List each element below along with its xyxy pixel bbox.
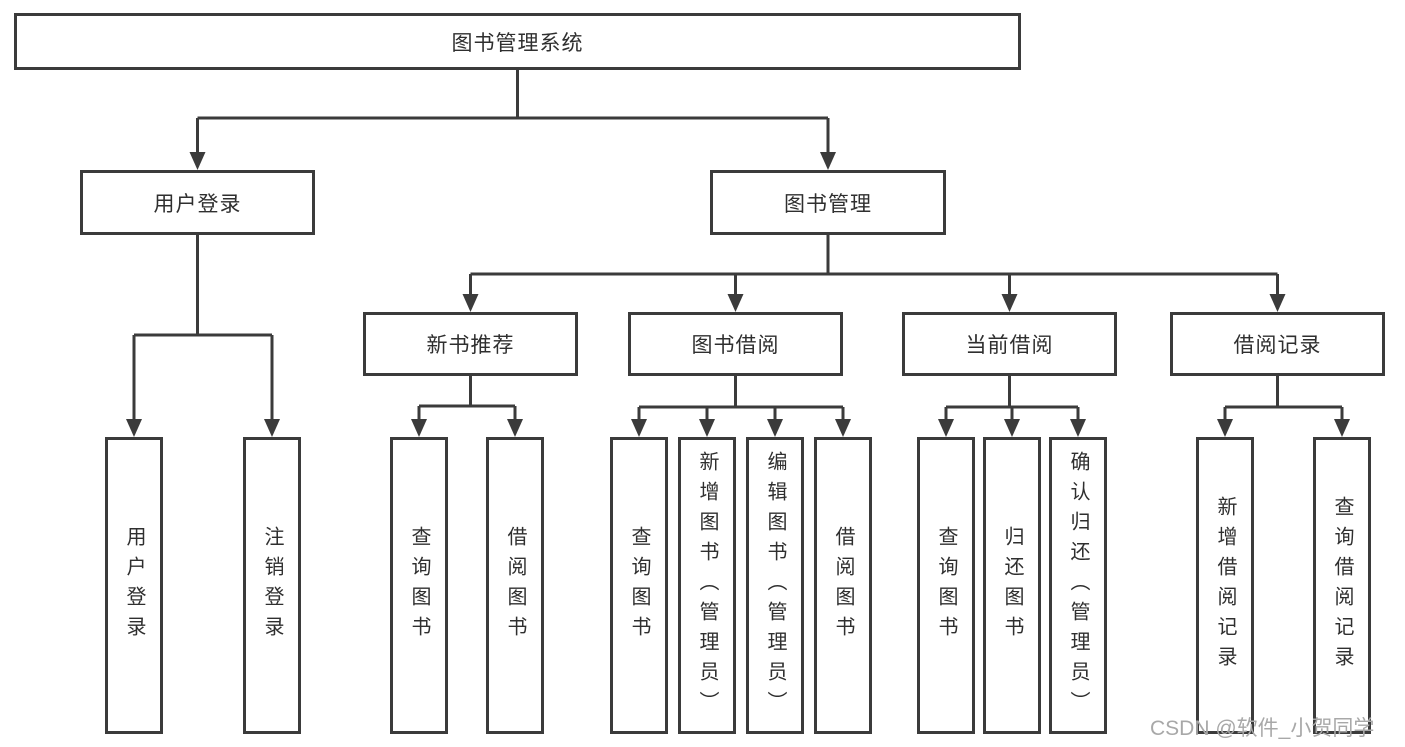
leaf-borrow-books-recommend: 借阅图书 [486, 437, 544, 734]
leaf-user-login-label: 用户登录 [123, 525, 145, 646]
leaf-add-books-admin-label: 新增图书（管理员） [696, 450, 718, 721]
arrowheads [126, 152, 1350, 437]
leaf-borrow-books-recommend-label: 借阅图书 [504, 525, 526, 646]
leaf-add-books-admin: 新增图书（管理员） [678, 437, 736, 734]
leaf-query-books-label: 查询图书 [628, 525, 650, 646]
node-new-book-recommend-label: 新书推荐 [426, 334, 515, 357]
node-book-borrow-label: 图书借阅 [691, 334, 780, 357]
leaf-confirm-return-admin-label: 确认归还（管理员） [1067, 450, 1089, 721]
leaf-return-books-label: 归还图书 [1001, 525, 1023, 646]
node-book-borrow: 图书借阅 [628, 312, 843, 376]
csdn-watermark: CSDN @软件_小贺同学 [1150, 717, 1375, 740]
leaf-add-borrow-record: 新增借阅记录 [1196, 437, 1254, 734]
leaf-borrow-books: 借阅图书 [814, 437, 872, 734]
leaf-edit-books-admin-label: 编辑图书（管理员） [764, 450, 786, 721]
node-root-label: 图书管理系统 [451, 31, 584, 55]
leaf-query-books-recommend-label: 查询图书 [408, 525, 430, 646]
leaf-edit-books-admin: 编辑图书（管理员） [746, 437, 804, 734]
leaf-logout: 注销登录 [243, 437, 301, 734]
leaf-borrow-books-label: 借阅图书 [832, 525, 854, 646]
node-new-book-recommend: 新书推荐 [363, 312, 578, 376]
leaf-return-books: 归还图书 [983, 437, 1041, 734]
node-book-management-label: 图书管理 [784, 192, 872, 216]
node-borrow-records: 借阅记录 [1170, 312, 1385, 376]
node-current-borrow-label: 当前借阅 [965, 334, 1054, 357]
node-user-login: 用户登录 [80, 170, 315, 235]
leaf-query-borrow-record-label: 查询借阅记录 [1331, 495, 1353, 676]
leaf-confirm-return-admin: 确认归还（管理员） [1049, 437, 1107, 734]
node-root-system: 图书管理系统 [14, 13, 1021, 70]
leaf-query-books-current-label: 查询图书 [935, 525, 957, 646]
leaf-query-books-recommend: 查询图书 [390, 437, 448, 734]
node-user-login-label: 用户登录 [153, 192, 242, 216]
leaf-logout-label: 注销登录 [261, 525, 283, 646]
leaf-query-books: 查询图书 [610, 437, 668, 734]
node-book-management: 图书管理 [710, 170, 946, 235]
leaf-query-borrow-record: 查询借阅记录 [1313, 437, 1371, 734]
leaf-user-login: 用户登录 [105, 437, 163, 734]
leaf-add-borrow-record-label: 新增借阅记录 [1214, 495, 1236, 676]
node-current-borrow: 当前借阅 [902, 312, 1117, 376]
node-borrow-records-label: 借阅记录 [1233, 334, 1322, 357]
tree-edges [132, 70, 1344, 421]
leaf-query-books-current: 查询图书 [917, 437, 975, 734]
